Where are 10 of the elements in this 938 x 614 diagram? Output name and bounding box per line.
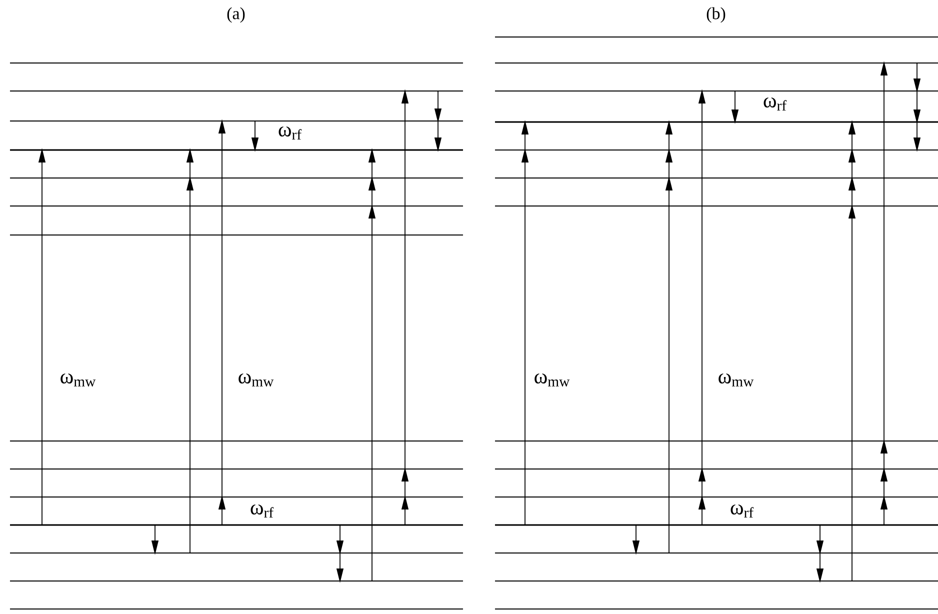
frequency-label: ω$_{rf}$ (278, 126, 302, 140)
frequency-label: ω$_{rf}$ (764, 97, 787, 111)
panel-label: (b) (706, 7, 726, 23)
frequency-label: ω$_{mw}$ (534, 373, 570, 387)
frequency-label: ω$_{mw}$ (238, 373, 274, 387)
frequency-label: ω$_{mw}$ (718, 373, 754, 387)
frequency-label: ω$_{rf}$ (250, 504, 274, 518)
frequency-label: ω$_{mw}$ (60, 373, 96, 387)
frequency-label: ω$_{rf}$ (730, 504, 754, 518)
panel-label: (a) (227, 7, 245, 23)
